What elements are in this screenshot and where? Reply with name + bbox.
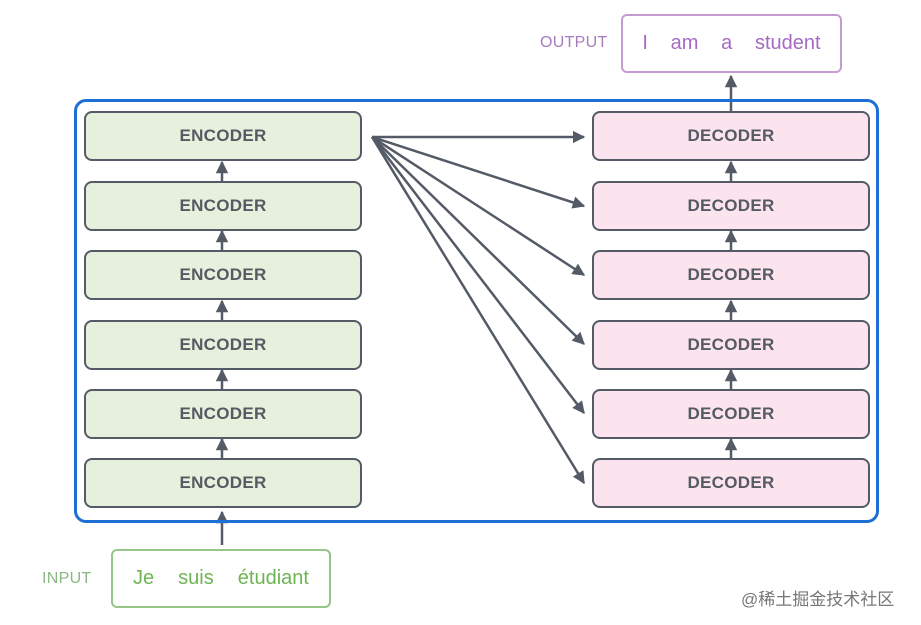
decoder-block: DECODER <box>592 320 870 370</box>
encoder-to-decoder-arrow <box>371 135 586 209</box>
encoder-block: ENCODER <box>84 458 362 508</box>
output-word: a <box>721 32 733 54</box>
decoder-block: DECODER <box>592 181 870 231</box>
output-word: I <box>642 32 648 54</box>
input-word: Je <box>133 567 155 589</box>
encoder-to-decoder-arrow <box>371 135 586 277</box>
input-label: INPUT <box>42 570 92 587</box>
watermark: @稀土掘金技术社区 <box>741 590 895 609</box>
output-word: am <box>670 32 699 54</box>
decoder-block: DECODER <box>592 250 870 300</box>
encoder-block: ENCODER <box>84 181 362 231</box>
encoder-block: ENCODER <box>84 250 362 300</box>
output-sentence-box: I am a student <box>621 14 842 73</box>
input-word: suis <box>178 567 214 589</box>
input-word: étudiant <box>237 567 309 589</box>
decoder-block: DECODER <box>592 389 870 439</box>
encoder-block: ENCODER <box>84 389 362 439</box>
transformer-frame <box>74 99 879 523</box>
encoder-block: ENCODER <box>84 320 362 370</box>
encoder-block: ENCODER <box>84 111 362 161</box>
encoder-to-decoder-arrow <box>371 136 585 414</box>
encoder-to-decoder-arrow <box>371 136 585 345</box>
decoder-block: DECODER <box>592 458 870 508</box>
output-word: student <box>755 32 821 54</box>
decoder-block: DECODER <box>592 111 870 161</box>
output-label: OUTPUT <box>540 34 608 51</box>
input-sentence-box: Je suis étudiant <box>111 549 331 608</box>
encoder-to-decoder-arrow <box>370 136 586 485</box>
